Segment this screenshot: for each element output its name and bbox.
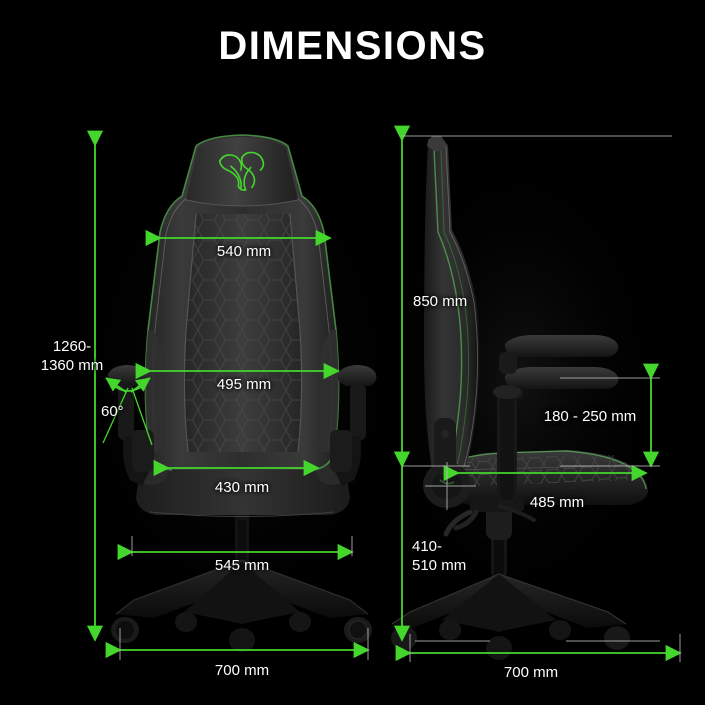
front-chair-backrest xyxy=(144,134,340,471)
razer-logo xyxy=(218,151,265,191)
label-side-backrest-height: 850 mm xyxy=(413,293,468,310)
label-side-seat-height: 410- 510 mm xyxy=(412,538,467,574)
label-front-overall-height: 1260- 1360 mm xyxy=(40,338,104,374)
label-front-base-width: 545 mm xyxy=(214,557,270,574)
label-side-overall-depth: 700 mm xyxy=(503,664,559,681)
extension-guide-lines xyxy=(119,135,681,662)
label-side-seat-depth: 485 mm xyxy=(529,494,585,511)
dim-front-armrest-rotation xyxy=(102,377,153,446)
label-front-overall-width: 700 mm xyxy=(214,662,270,679)
label-front-backrest-top-width: 540 mm xyxy=(216,243,272,260)
front-chair-armrest-right xyxy=(330,365,377,486)
page-title: DIMENSIONS xyxy=(218,24,487,68)
label-front-backrest-width: 495 mm xyxy=(216,376,272,393)
label-front-rotation: 60° xyxy=(101,403,124,420)
side-chair-armrest-raised xyxy=(499,335,619,374)
label-side-armrest-height: 180 - 250 mm xyxy=(543,408,637,425)
label-front-seat-width: 430 mm xyxy=(214,479,270,496)
front-chair-base xyxy=(111,505,372,652)
